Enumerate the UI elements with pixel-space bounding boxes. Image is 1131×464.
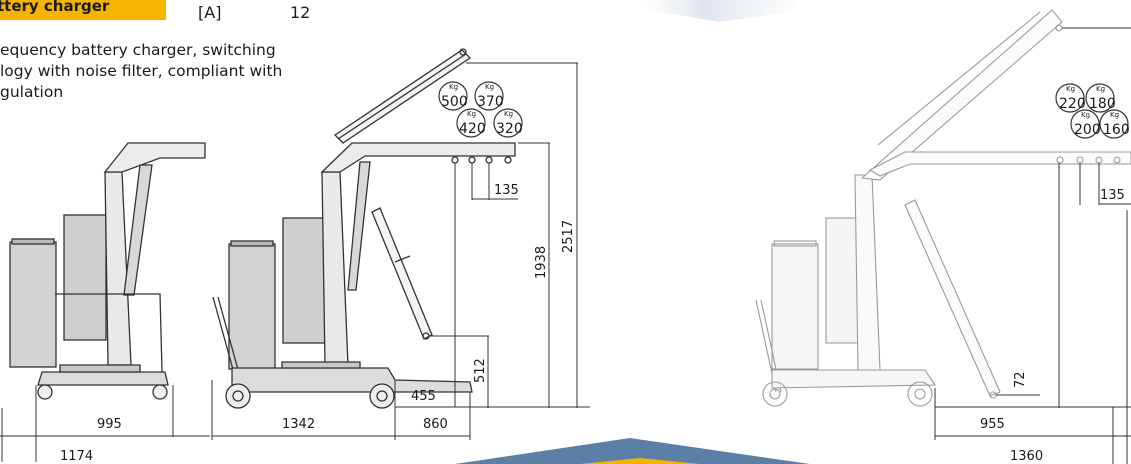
right-load-badges [1055, 83, 1129, 139]
kg-unit-8: Kg [1110, 111, 1119, 119]
kg-unit-2: Kg [485, 83, 494, 91]
kg-unit-7: Kg [1081, 111, 1090, 119]
yellow-swoosh [580, 458, 700, 464]
dim-hook-spacing-right: 135 [1100, 188, 1125, 203]
kg-unit-1: Kg [449, 83, 458, 91]
middle-dimensions [211, 62, 590, 440]
description-line-1: equency battery charger, switching [0, 41, 276, 59]
dim-height-2517: 2517 [561, 220, 576, 253]
dim-hook-spacing-middle: 135 [494, 183, 519, 198]
load-160: 160 [1103, 122, 1130, 138]
load-420: 420 [459, 121, 486, 137]
middle-load-badges [438, 81, 523, 138]
dim-overall-length-right: 1360 [1010, 449, 1043, 464]
left-crane [9, 142, 206, 400]
load-180: 180 [1089, 96, 1116, 112]
load-500: 500 [441, 94, 468, 110]
left-dimensions [0, 385, 210, 462]
kg-unit-6: Kg [1096, 85, 1105, 93]
kg-unit-5: Kg [1066, 85, 1075, 93]
background-cloud [640, 0, 800, 22]
dim-hook-low-512: 512 [473, 358, 488, 383]
right-crane [755, 9, 1131, 407]
description-line-3: gulation [0, 83, 64, 101]
description-line-2: logy with noise filter, compliant with [0, 62, 283, 80]
blue-swoosh [455, 438, 810, 464]
load-320: 320 [496, 121, 523, 137]
dim-height-2804: 2804 [1127, 248, 1131, 281]
load-370: 370 [477, 94, 504, 110]
load-200: 200 [1074, 122, 1101, 138]
dim-overall-length-left: 1174 [60, 449, 93, 464]
dim-reach-middle: 860 [423, 417, 448, 432]
dim-front-offset: 455 [411, 389, 436, 404]
dim-low-hook-72: 72 [1013, 371, 1028, 388]
dim-reach-right: 955 [980, 417, 1005, 432]
header-unit: [A] [198, 3, 222, 22]
description: equency battery charger, switching logy … [0, 40, 322, 103]
middle-crane [212, 48, 516, 409]
load-220: 220 [1059, 96, 1086, 112]
dim-base-length: 1342 [282, 417, 315, 432]
dim-height-1938: 1938 [534, 246, 549, 279]
dim-wheelbase: 995 [97, 417, 122, 432]
right-dimensions [934, 27, 1131, 464]
kg-unit-4: Kg [504, 110, 513, 118]
header-badge: ttery charger [0, 0, 166, 20]
kg-unit-3: Kg [467, 110, 476, 118]
header-value: 12 [290, 3, 311, 22]
